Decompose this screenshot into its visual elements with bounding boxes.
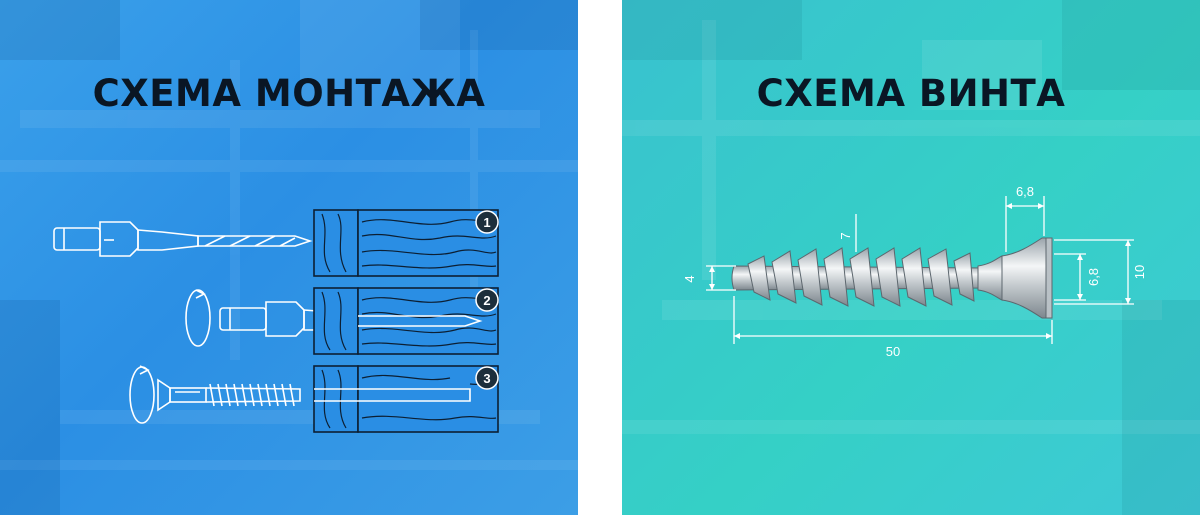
assembly-diagram: 1 2 3	[53, 209, 499, 433]
screw-scheme-panel: СХЕМА ВИНТА	[622, 0, 1200, 515]
dim-head-diameter-label: 10	[1132, 265, 1147, 279]
step-badge-1: 1	[475, 210, 499, 234]
assembly-scheme-panel: СХЕМА МОНТАЖА	[0, 0, 578, 515]
dim-pitch-label: 7	[838, 232, 853, 239]
dimension-lines	[706, 196, 1134, 344]
assembly-scheme-title: СХЕМА МОНТАЖА	[92, 72, 486, 115]
dim-head-inner-label: 6,8	[1086, 268, 1101, 286]
svg-text:3: 3	[483, 371, 490, 386]
dim-length-label: 50	[886, 344, 900, 359]
screw-diagram: 6,8 7 4 6,8 10 50	[682, 184, 1147, 359]
screw-scheme-title: СХЕМА ВИНТА	[756, 72, 1066, 115]
svg-text:2: 2	[483, 293, 490, 308]
svg-text:1: 1	[483, 215, 490, 230]
dim-head-top-label: 6,8	[1016, 184, 1034, 199]
workshop-background	[622, 0, 1200, 515]
step-badge-2: 2	[475, 288, 499, 312]
dim-core-label: 4	[682, 275, 697, 282]
screw-image	[731, 237, 1053, 319]
step-badge-3: 3	[475, 366, 499, 390]
dimension-arrows	[709, 203, 1131, 339]
workshop-background	[0, 0, 578, 515]
drill-tool-step-1	[53, 221, 313, 257]
